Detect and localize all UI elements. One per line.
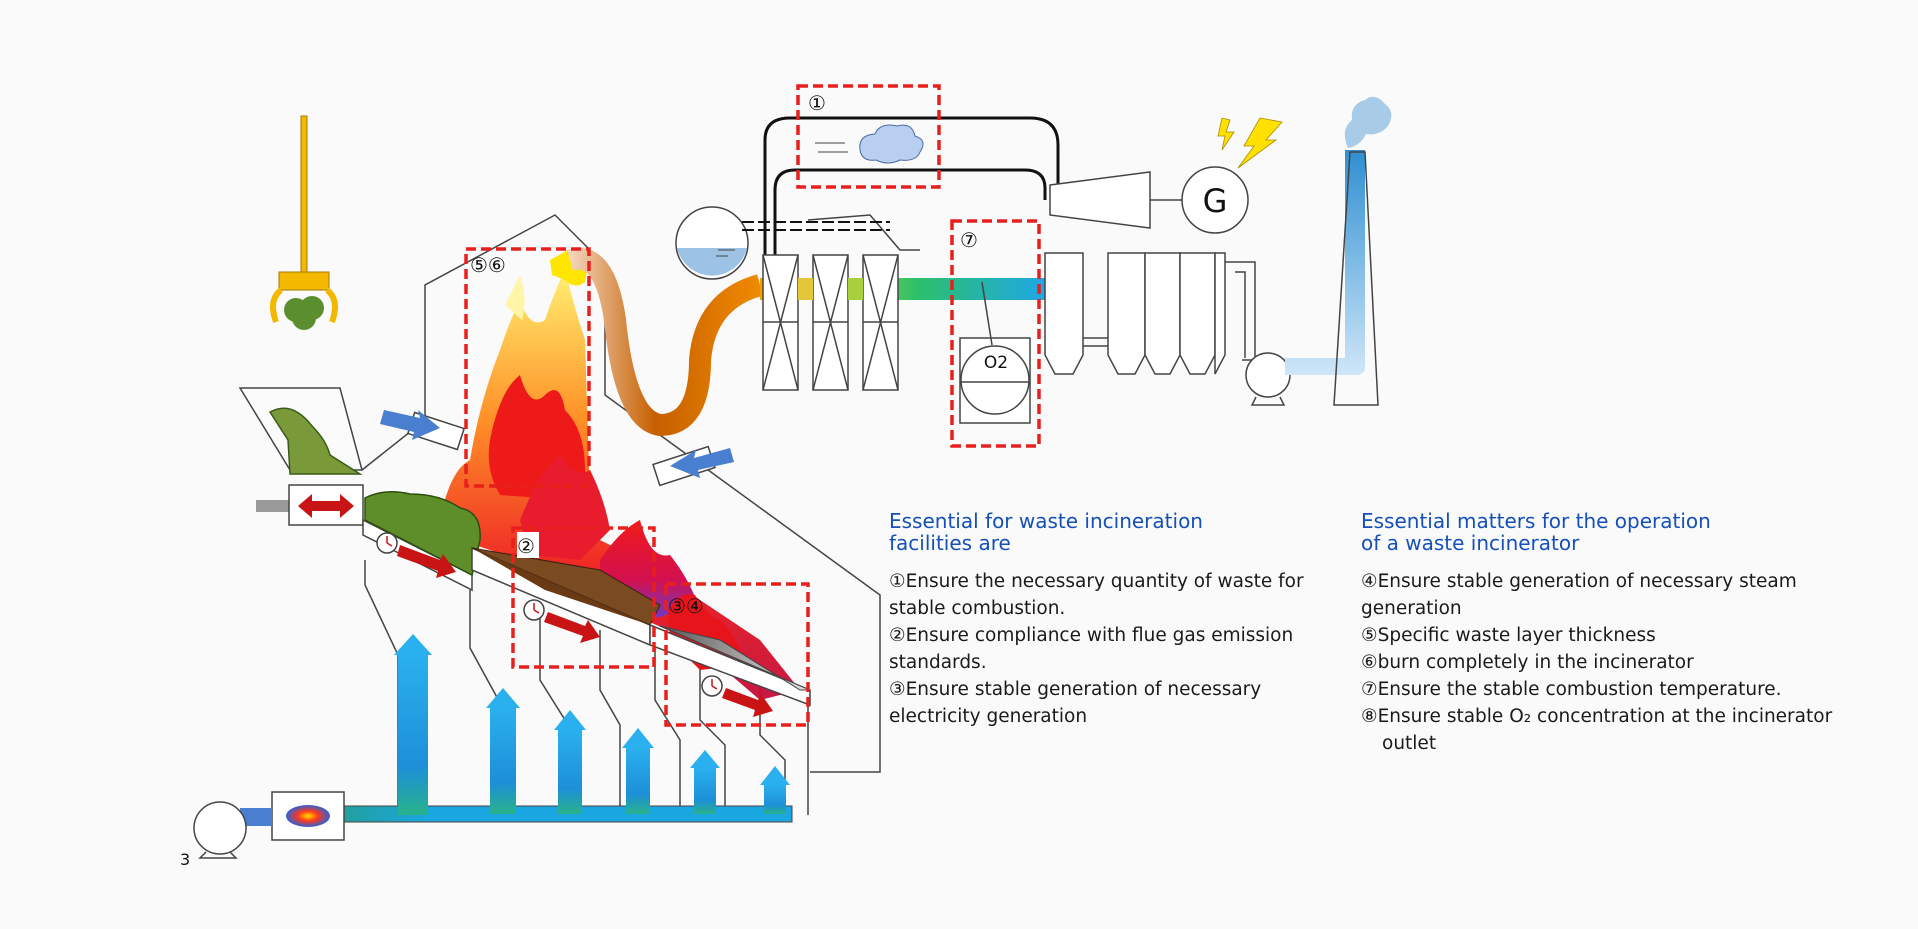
heading-line: Essential matters for the operation [1361,509,1711,533]
gas-treatment-units [1044,252,1256,375]
secondary-air-nozzle-left [380,410,466,451]
highlight-box-7 [950,219,1041,448]
list-item: ①Ensure the necessary quantity of waste … [889,571,1304,592]
marker-56: ⑤⑥ [470,253,506,277]
list-item: ②Ensure compliance with flue gas emissio… [889,625,1294,646]
drum-icon [675,206,749,280]
clock-icon [701,675,773,717]
burner-icon [271,791,345,841]
cloud-icon [815,124,924,164]
marker-7: ⑦ [960,228,978,252]
generator-label: G [1203,182,1228,220]
o2-label: O2 [984,353,1008,373]
facility-essentials-heading: Essential for waste incineration facilit… [889,510,1344,554]
operation-essentials-panel: Essential matters for the operation of a… [1361,510,1881,757]
list-item: standards. [889,652,987,673]
clock-icon [376,532,456,578]
stoker-grate [362,491,811,707]
heat-exchanger-flue-overlay [798,278,863,300]
highlight-box-56 [464,247,591,488]
heading-line: of a waste incinerator [1361,531,1580,555]
heat-exchanger [762,254,899,391]
generator-icon: G [1181,166,1249,234]
marker-1: ① [808,91,826,115]
list-item: ③Ensure stable generation of necessary [889,679,1262,700]
waste-hopper [238,387,364,526]
steam-lines [742,116,1060,255]
list-item: electricity generation [889,706,1088,727]
lightning-icon [1217,117,1283,169]
list-item: ⑦Ensure the stable combustion temperatur… [1361,679,1782,700]
heading-line: Essential for waste incineration [889,509,1203,533]
fan-icon [193,801,272,859]
list-item: generation [1361,598,1462,619]
turbine [1049,171,1185,229]
clock-icon [523,599,600,643]
stack-icon [1333,96,1392,406]
highlight-boxes [464,84,1041,727]
fan-icon [1245,150,1365,406]
list-item: outlet [1382,733,1437,754]
crane-grab-icon [269,115,339,330]
page-number: 3 [180,850,190,869]
heading-line: facilities are [889,531,1011,555]
list-item: stable combustion. [889,598,1066,619]
facility-essentials-panel: Essential for waste incineration facilit… [889,510,1344,730]
o2-analyzer: O2 [959,281,1031,424]
list-item: ⑧Ensure stable O₂ concentration at the i… [1361,706,1833,727]
primary-air-duct [271,634,793,823]
highlight-box-34 [664,582,810,727]
marker-2: ② [517,534,535,558]
list-item: ⑥burn completely in the incinerator [1361,652,1694,673]
list-item: ④Ensure stable generation of necessary s… [1361,571,1797,592]
operation-essentials-heading: Essential matters for the operation of a… [1361,510,1881,554]
marker-34: ③④ [668,594,704,618]
highlight-box-2 [511,526,656,669]
list-item: ⑤Specific waste layer thickness [1361,625,1656,646]
secondary-air-nozzle-right [652,445,734,487]
